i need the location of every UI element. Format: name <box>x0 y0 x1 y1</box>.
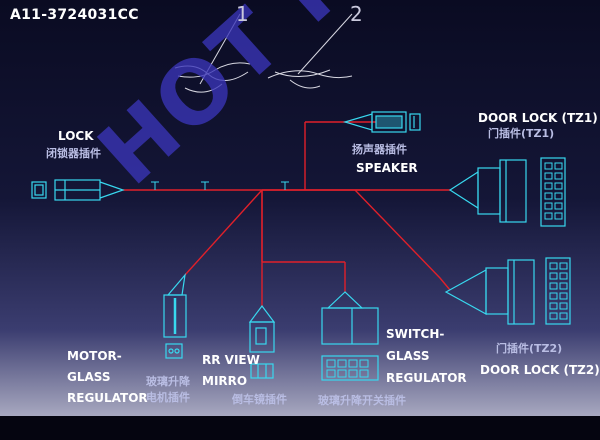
motor-glass-regulator-label-cn-1: 玻璃升降 <box>146 375 190 388</box>
door-lock-tz1-label: DOOR LOCK (TZ1) <box>478 111 598 125</box>
speaker-connector <box>342 111 421 133</box>
harness-thumbnail-1 <box>174 13 251 93</box>
speaker-label-cn: 扬声器插件 <box>352 143 407 156</box>
door-lock-tz2-connector <box>444 257 571 325</box>
door-lock-tz1-label-cn: 门插件(TZ1) <box>488 127 555 140</box>
switch-glass-regulator-label-cn: 玻璃升降开关插件 <box>318 394 406 407</box>
bottom-bar <box>0 416 600 440</box>
callout-1: 1 <box>236 2 249 26</box>
speaker-label: SPEAKER <box>356 161 418 175</box>
rr-view-mirror-connector <box>248 305 276 379</box>
harness-thumbnail-2 <box>267 13 353 89</box>
rr-view-mirror-label-cn: 倒车镜插件 <box>232 393 287 406</box>
lock-connector <box>31 179 125 201</box>
red-wiring <box>123 121 451 306</box>
callout-2: 2 <box>350 2 363 26</box>
switch-glass-regulator-label-line-2: GLASS <box>386 349 430 363</box>
motor-glass-regulator-label-line-3: REGULATOR <box>67 391 148 405</box>
rr-view-mirror-label-line-2: MIRRO <box>202 374 248 388</box>
rr-view-mirror-label-line-1: RR VIEW <box>202 353 260 367</box>
lock-label-cn: 闭锁器插件 <box>46 147 101 160</box>
switch-glass-regulator-label-line-1: SWITCH- <box>386 327 445 341</box>
part-code: A11-3724031CC <box>10 7 139 23</box>
door-lock-tz2-label-cn: 门插件(TZ2) <box>496 342 563 355</box>
motor-glass-regulator-connector <box>163 273 187 359</box>
trunk-clips <box>151 181 289 190</box>
door-lock-tz2-label: DOOR LOCK (TZ2) <box>480 363 600 377</box>
lock-label: LOCK <box>58 129 94 143</box>
motor-glass-regulator-label-line-2: GLASS <box>67 370 111 384</box>
switch-glass-regulator-label-line-3: REGULATOR <box>386 371 467 385</box>
motor-glass-regulator-label-line-1: MOTOR- <box>67 349 122 363</box>
door-lock-tz1-connector <box>448 157 566 227</box>
switch-glass-regulator-connector <box>321 291 379 381</box>
motor-glass-regulator-label-cn-2: 电机插件 <box>146 391 190 404</box>
